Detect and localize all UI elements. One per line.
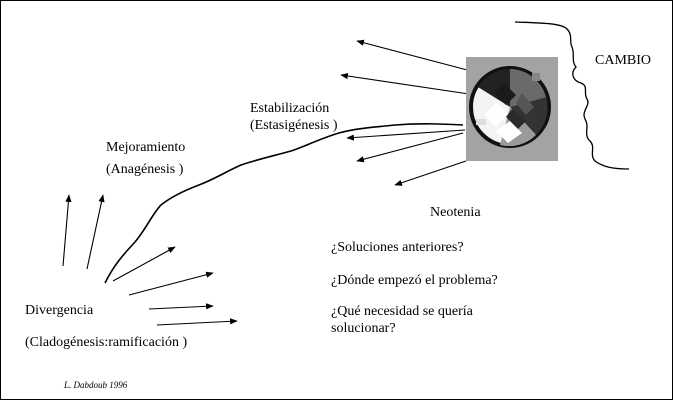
author-credit: L. Dabdoub 1996 [64,380,128,390]
label-estabilizacion: Estabilización [250,101,330,116]
label-divergencia: Divergencia [25,303,94,318]
label-mejoramiento: Mejoramiento [106,140,186,155]
question-necesidad: ¿Qué necesidad se quería solucionar? [331,304,473,336]
divergence-arrow-2 [86,194,105,270]
logo-image [466,57,558,161]
change-boundary-line [514,21,630,170]
arrow-to-estabilizacion [346,129,466,141]
arrow-to-neotenia [394,160,467,186]
divergence-arrow-4 [128,271,214,296]
evolution-curve [104,123,464,284]
label-estasigenesis: (Estasigénesis ) [250,118,338,133]
question-soluciones: ¿Soluciones anteriores? [331,240,464,255]
question-donde-empezo: ¿Dónde empezó el problema? [331,273,498,288]
label-cladogenesis: (Cladogénesis:ramificación ) [25,335,188,350]
divergence-arrow-5 [148,303,214,310]
label-anagenesis: (Anagénesis ) [106,162,184,177]
arrow-to-curve [356,132,464,163]
divergence-arrow-6 [156,318,238,326]
arrow-left [340,72,470,95]
arrow-upper-left [356,39,472,72]
divergence-arrow-3 [112,246,176,282]
divergence-arrow-1 [62,194,72,267]
label-cambio: CAMBIO [595,53,652,68]
logo-emblem-icon [469,66,551,148]
label-neotenia: Neotenia [430,205,481,220]
